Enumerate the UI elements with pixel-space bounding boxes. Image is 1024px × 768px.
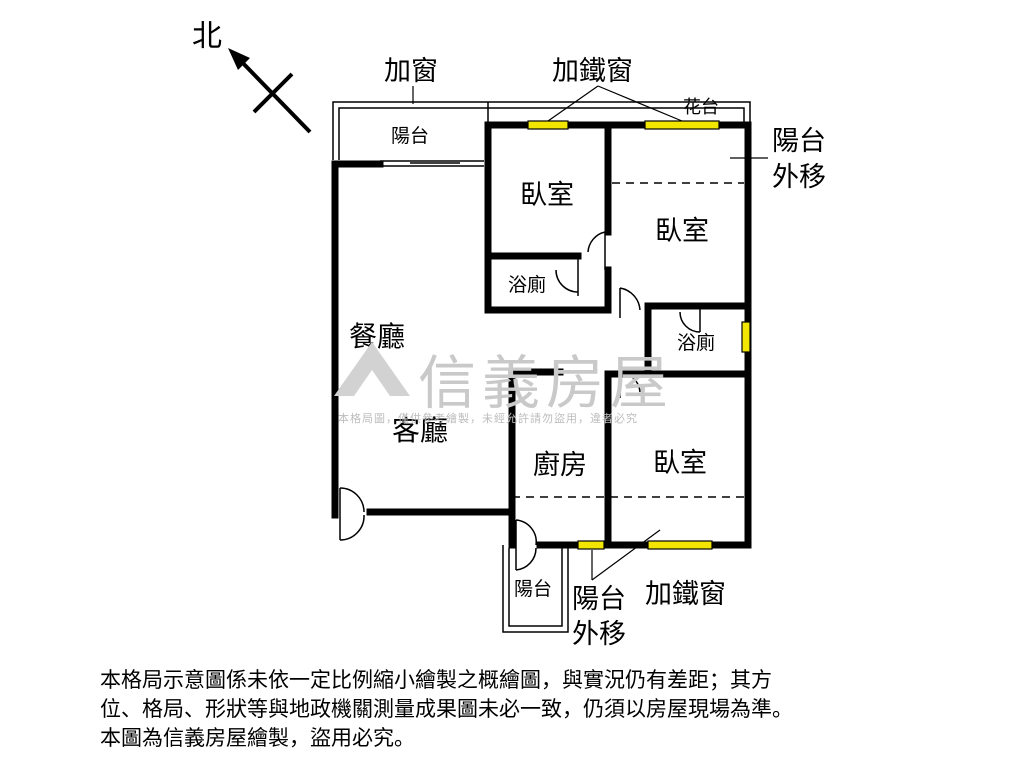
annotation-balcony-move-bottom-1: 陽台 [572, 584, 626, 615]
annotation-window-add: 加窗 [384, 56, 438, 87]
room-dining: 餐廳 [349, 320, 405, 353]
window-marker-3 [741, 321, 751, 353]
compass-north-label: 北 [192, 19, 222, 54]
annotation-balcony-move-right-2: 外移 [772, 162, 826, 193]
watermark-notice: 本格局圖，僅供參考繪製，未經允許請勿盜用，違者必究 [338, 412, 638, 425]
window-marker-1 [527, 120, 569, 130]
room-bedroom-bottom: 臥室 [653, 448, 707, 479]
floor-plan: 北 [192, 19, 826, 650]
disclaimer: 本格局示意圖係未依一定比例縮小繪製之概繪圖，與實況仍有差距；其方 位、格局、形狀… [100, 666, 940, 753]
watermark-logo-icon [334, 342, 410, 396]
window-marker-5 [647, 540, 713, 550]
annotation-balcony-move-right-1: 陽台 [772, 126, 826, 157]
room-bedroom-top: 臥室 [520, 180, 574, 211]
window-marker-2 [644, 120, 720, 130]
disclaimer-line-1: 本格局示意圖係未依一定比例縮小繪製之概繪圖，與實況仍有差距；其方 [100, 668, 772, 692]
top-balcony-outline [332, 101, 751, 160]
windows [527, 120, 751, 550]
room-bath-left: 浴廁 [508, 273, 546, 296]
room-living: 客廳 [392, 414, 448, 447]
room-balcony-bottom: 陽台 [514, 578, 552, 600]
room-kitchen: 廚房 [533, 450, 587, 481]
leader-lines [412, 85, 768, 581]
annotation-iron-window-top: 加鐵窗 [552, 56, 633, 87]
north-arrow-icon [228, 48, 312, 134]
sliding-door [380, 160, 484, 167]
window-marker-4 [577, 540, 605, 550]
bottom-balcony-outline [502, 545, 569, 633]
disclaimer-line-2: 位、格局、形狀等與地政機關測量成果圖未必一致，仍須以房屋現場為準。 [100, 697, 793, 721]
door-swings [339, 231, 701, 571]
annotation-iron-window-bottom: 加鐵窗 [645, 579, 726, 610]
room-bedroom-right: 臥室 [655, 216, 709, 247]
room-bath-right: 浴廁 [677, 331, 715, 354]
annotation-planter: 花台 [683, 97, 719, 118]
watermark-brand: 信義房屋 [418, 349, 675, 417]
walls [331, 121, 752, 549]
disclaimer-line-3: 本圖為信義房屋繪製，盜用必究。 [100, 726, 415, 750]
annotation-balcony-move-bottom-2: 外移 [572, 619, 626, 650]
balcony-move-lines [512, 182, 744, 498]
watermark: 信義房屋 本格局圖，僅供參考繪製，未經允許請勿盜用，違者必究 [330, 336, 710, 426]
room-balcony-top: 陽台 [391, 125, 429, 147]
